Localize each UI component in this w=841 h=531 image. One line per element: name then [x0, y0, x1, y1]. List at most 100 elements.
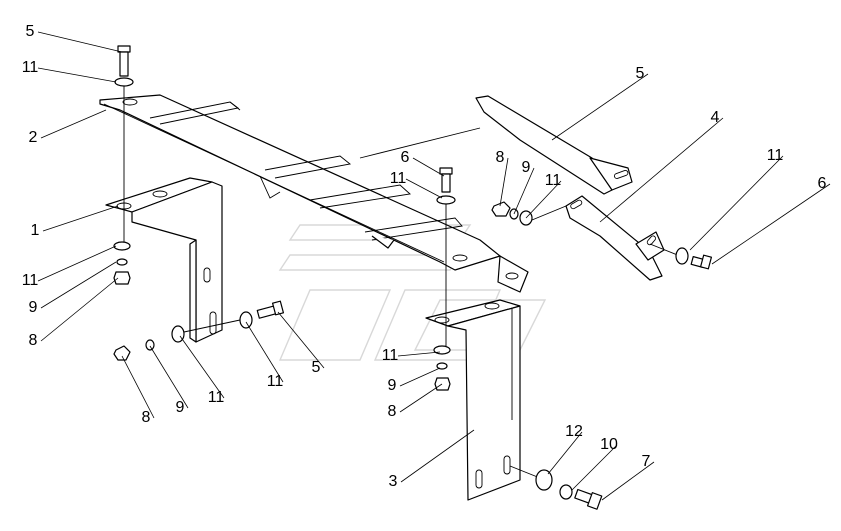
callout-11: 11 [689, 147, 784, 251]
callout-5: 5 [277, 311, 325, 376]
callout-number: 1 [31, 222, 40, 239]
leader-line [42, 205, 119, 232]
leader-line [412, 157, 445, 177]
callout-7: 7 [601, 453, 655, 501]
callout-number: 11 [267, 373, 284, 390]
callout-8: 8 [388, 383, 443, 420]
spring-washer [116, 258, 128, 266]
callout-8: 8 [121, 355, 155, 426]
leader-line [40, 109, 107, 139]
leader-line [245, 321, 284, 383]
callout-number: 5 [636, 65, 645, 82]
callout-number: 11 [390, 170, 407, 187]
leader-line [405, 178, 443, 199]
callout-5: 5 [26, 23, 123, 53]
washer [675, 247, 689, 265]
callout-number: 9 [522, 159, 531, 176]
callout-9: 9 [149, 345, 189, 416]
callout-11: 11 [390, 170, 443, 199]
callout-8: 8 [29, 277, 119, 349]
callout-5: 5 [551, 65, 649, 141]
callout-11: 11 [382, 347, 441, 364]
leader-line [40, 261, 117, 309]
callout-8: 8 [496, 149, 509, 207]
callout-number: 5 [26, 23, 35, 40]
callout-number: 11 [382, 347, 399, 364]
part-2-long-frame [99, 94, 529, 293]
washer [114, 77, 134, 87]
spring-washer [145, 339, 155, 351]
callout-11: 11 [245, 321, 284, 390]
callout-6: 6 [711, 175, 831, 265]
leader-line [121, 355, 155, 419]
bolt-shank [119, 51, 129, 77]
callout-1: 1 [31, 205, 119, 239]
leader-line [525, 180, 562, 219]
leader-line [397, 351, 441, 357]
part-4-right-bracket [565, 195, 665, 281]
callout-4: 4 [599, 109, 724, 223]
callout-number: 11 [208, 389, 225, 406]
leader-line [37, 67, 117, 83]
callout-9: 9 [388, 367, 441, 394]
callout-number: 4 [711, 109, 720, 126]
callout-number: 8 [142, 409, 151, 426]
nut [113, 271, 131, 285]
callout-6: 6 [401, 149, 445, 177]
callout-number: 5 [312, 359, 321, 376]
leader-line [711, 183, 831, 265]
leader-line [399, 383, 443, 413]
leader-line [37, 31, 123, 53]
callout-3: 3 [389, 429, 475, 490]
callout-number: 11 [545, 172, 562, 189]
bolt-head [586, 492, 603, 510]
callout-9: 9 [29, 261, 117, 316]
leader-line [571, 444, 618, 491]
callout-number: 6 [818, 175, 827, 192]
washer [535, 469, 553, 491]
leader-line [40, 277, 119, 342]
callout-number: 11 [767, 147, 784, 164]
nut [491, 201, 511, 217]
callout-2: 2 [29, 109, 107, 146]
callout-number: 11 [22, 59, 39, 76]
part-3-center-bracket [425, 299, 521, 501]
leader-line [513, 167, 535, 215]
callout-11: 11 [525, 172, 562, 219]
leader-line [499, 157, 509, 207]
washer [239, 311, 253, 329]
bolt-head [439, 167, 453, 175]
callout-number: 7 [642, 453, 651, 470]
fasteners [113, 45, 713, 510]
leader-line [277, 311, 325, 369]
callout-number: 12 [565, 423, 583, 440]
washer [433, 345, 451, 355]
leader-line [400, 429, 475, 483]
leader-line [689, 155, 784, 251]
callout-number: 10 [600, 436, 618, 453]
washer [113, 241, 131, 251]
callout-11: 11 [22, 245, 117, 289]
callout-12: 12 [547, 423, 583, 475]
spring-washer [436, 362, 448, 370]
part-1-left-bracket [105, 177, 223, 343]
callout-number: 2 [29, 129, 38, 146]
bolt-shank [441, 173, 451, 193]
bolt-head [699, 254, 713, 270]
leader-line [547, 431, 583, 475]
callout-number: 3 [389, 473, 398, 490]
nut [113, 345, 131, 361]
leader-line [399, 367, 441, 387]
callout-10: 10 [571, 436, 618, 491]
leader-line [179, 335, 225, 399]
callout-number: 8 [29, 332, 38, 349]
leader-line [599, 117, 724, 223]
callout-number: 11 [22, 272, 39, 289]
callout-9: 9 [513, 159, 535, 215]
leader-line [37, 245, 117, 282]
leader-line [149, 345, 189, 409]
callout-number: 9 [388, 377, 397, 394]
